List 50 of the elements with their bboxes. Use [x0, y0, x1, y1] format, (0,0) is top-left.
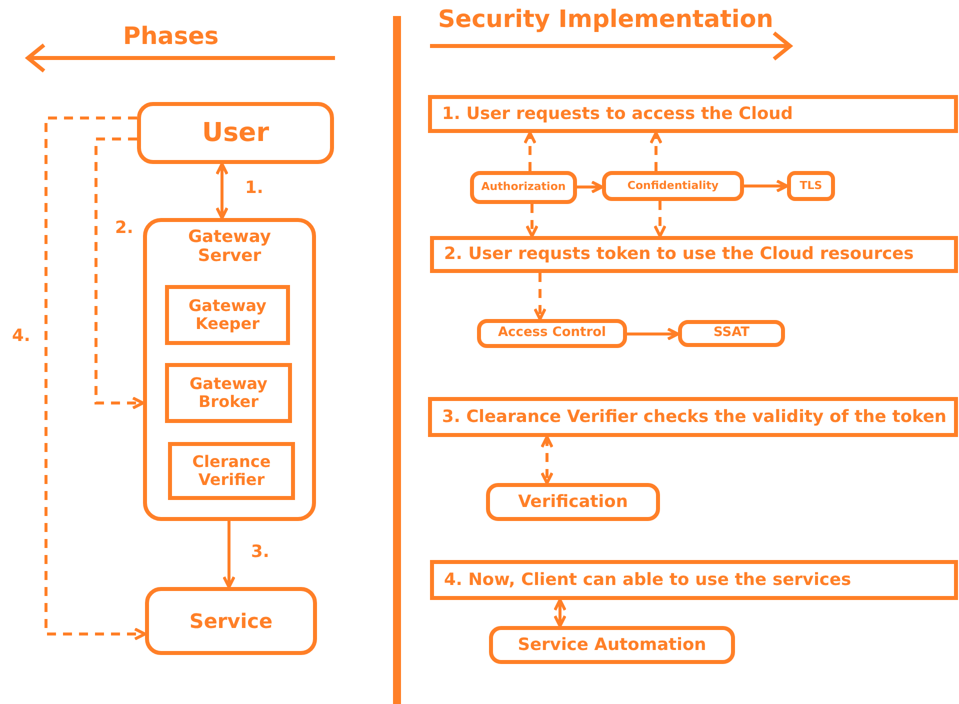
arrow	[650, 132, 662, 171]
node-label: Clerance Verifier	[191, 453, 272, 489]
node-label: 4. Now, Client can able to use the services	[444, 570, 852, 590]
arrow	[627, 328, 680, 340]
process-box	[678, 320, 785, 347]
node-label: Gateway Broker	[188, 375, 268, 411]
arrow	[534, 273, 546, 320]
process-box	[477, 319, 627, 348]
node-label: Verification	[518, 492, 628, 512]
process-box	[470, 171, 577, 204]
process-box	[168, 442, 295, 500]
process-box	[145, 587, 317, 655]
process-box	[143, 218, 316, 521]
arrow	[216, 162, 228, 220]
arrow	[654, 201, 666, 238]
process-box	[489, 626, 735, 664]
node-label: Confidentiality	[627, 180, 719, 192]
process-box	[165, 285, 290, 345]
node-label: TLS	[800, 180, 822, 192]
section-heading: Phases	[123, 22, 219, 50]
node-label: 2. User requsts token to use the Cloud resources	[444, 245, 914, 264]
node-label: Gateway Server	[187, 228, 272, 266]
section-heading: Security Implementation	[438, 5, 774, 33]
node-label: 1. User requests to access the Cloud	[442, 104, 793, 124]
node-label: Authorization	[481, 181, 566, 194]
node-label: Gateway Keeper	[188, 297, 268, 333]
process-box	[486, 483, 660, 521]
process-box	[165, 363, 292, 423]
process-box	[602, 171, 744, 201]
node-label: Service	[189, 610, 273, 632]
step-box	[428, 397, 958, 437]
arrow	[554, 598, 566, 628]
arrow	[526, 204, 538, 238]
arrow	[44, 116, 146, 640]
arrow	[744, 180, 788, 192]
arrow	[94, 138, 144, 410]
arrow	[577, 180, 604, 194]
arrow	[222, 521, 236, 588]
process-box	[787, 171, 835, 201]
step-box	[430, 236, 958, 273]
node-label: Service Automation	[518, 636, 706, 654]
node-label: User	[202, 118, 270, 148]
node-label: Access Control	[498, 326, 606, 341]
step-box	[430, 560, 958, 600]
node-label: SSAT	[713, 326, 750, 341]
process-box	[137, 102, 334, 164]
arrow	[524, 132, 536, 171]
step-box	[428, 95, 958, 133]
node-label: 3. Clearance Verifier checks the validity of the token	[442, 408, 946, 426]
arrow	[540, 436, 554, 484]
